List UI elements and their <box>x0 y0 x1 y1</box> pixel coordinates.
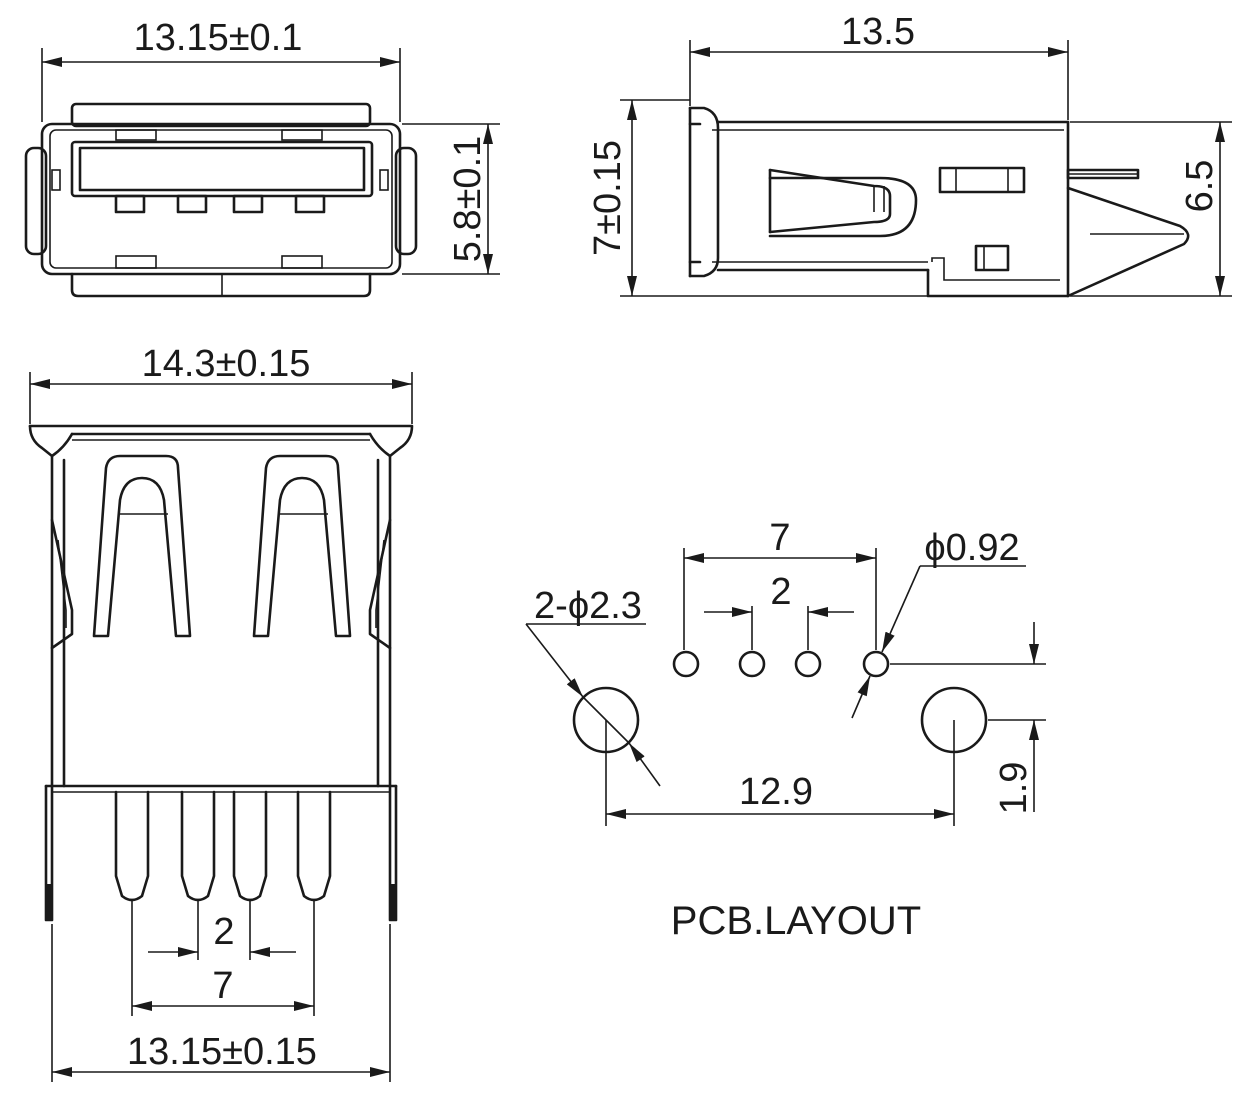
signal-hole <box>738 650 766 678</box>
front-height-label: 5.8±0.1 <box>447 136 489 263</box>
side-pin-height-label: 6.5 <box>1179 160 1221 213</box>
front-width-label: 13.15±0.1 <box>134 17 303 59</box>
pcb-layout: 7 2 ϕ0.92 2-ϕ2.3 12.9 1.9 PCB.LAYOUT <box>525 517 1046 943</box>
signal-hole <box>672 650 700 678</box>
pcb-mount-span-label: 12.9 <box>739 771 813 813</box>
pcb-mount-hole-label: 2-ϕ2.3 <box>534 585 642 627</box>
side-length-label: 13.5 <box>841 11 915 53</box>
pcb-signal-pitch-label: 2 <box>770 571 791 613</box>
pcb-layout-title: PCB.LAYOUT <box>671 899 921 943</box>
bottom-outer-span-label: 7 <box>212 965 233 1007</box>
pcb-offset-label: 1.9 <box>993 762 1035 815</box>
front-view: 13.15±0.1 5.8±0.1 <box>24 17 500 298</box>
signal-hole <box>794 650 822 678</box>
side-height-label: 7±0.15 <box>587 140 629 256</box>
bottom-top-width-label: 14.3±0.15 <box>142 343 311 385</box>
side-view: 13.5 7±0.15 6.5 <box>587 11 1232 298</box>
signal-hole <box>862 650 890 678</box>
bottom-width-label: 13.15±0.15 <box>127 1031 317 1073</box>
pcb-signal-hole-label: ϕ0.92 <box>924 527 1019 569</box>
bottom-view: 14.3±0.15 2 7 13.15±0.15 <box>28 343 414 1082</box>
bottom-pin-pitch-label: 2 <box>213 911 234 953</box>
pcb-signal-span-label: 7 <box>769 517 790 559</box>
